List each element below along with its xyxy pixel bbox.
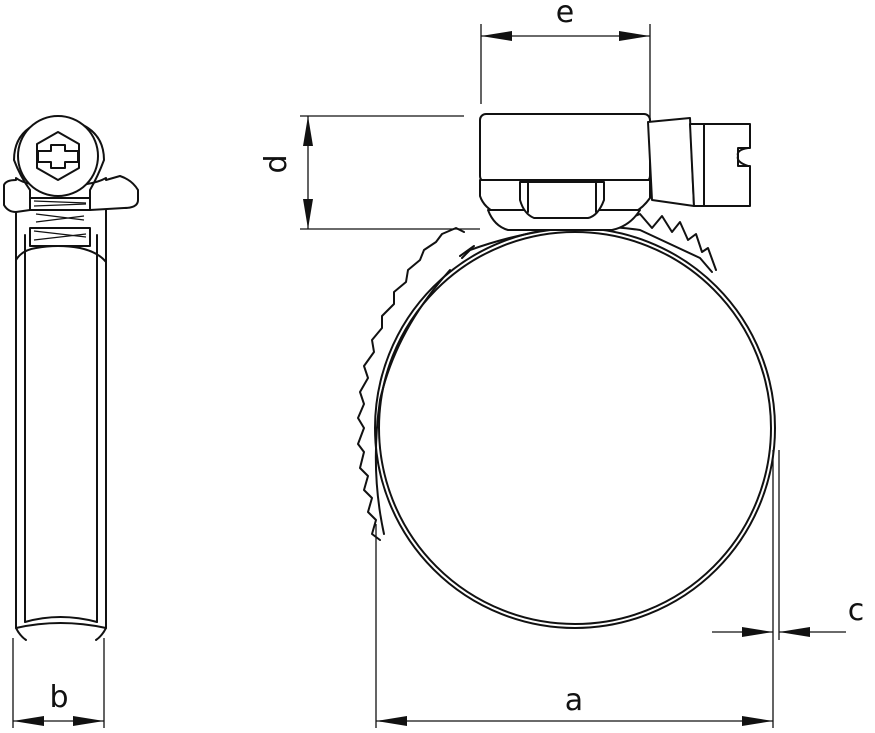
- dimension-a: a: [375, 450, 774, 728]
- dimension-d: d: [259, 115, 480, 230]
- screw-head-icon: [17, 115, 99, 197]
- label-e: e: [556, 0, 574, 30]
- label-b: b: [49, 680, 68, 715]
- label-d: d: [259, 154, 294, 173]
- front-view: [357, 113, 776, 629]
- label-c: c: [848, 593, 865, 628]
- dimension-e: e: [480, 0, 651, 122]
- dimension-c: c: [712, 450, 864, 640]
- label-a: a: [565, 683, 583, 718]
- side-view: [3, 115, 139, 641]
- dimension-b: b: [12, 638, 105, 728]
